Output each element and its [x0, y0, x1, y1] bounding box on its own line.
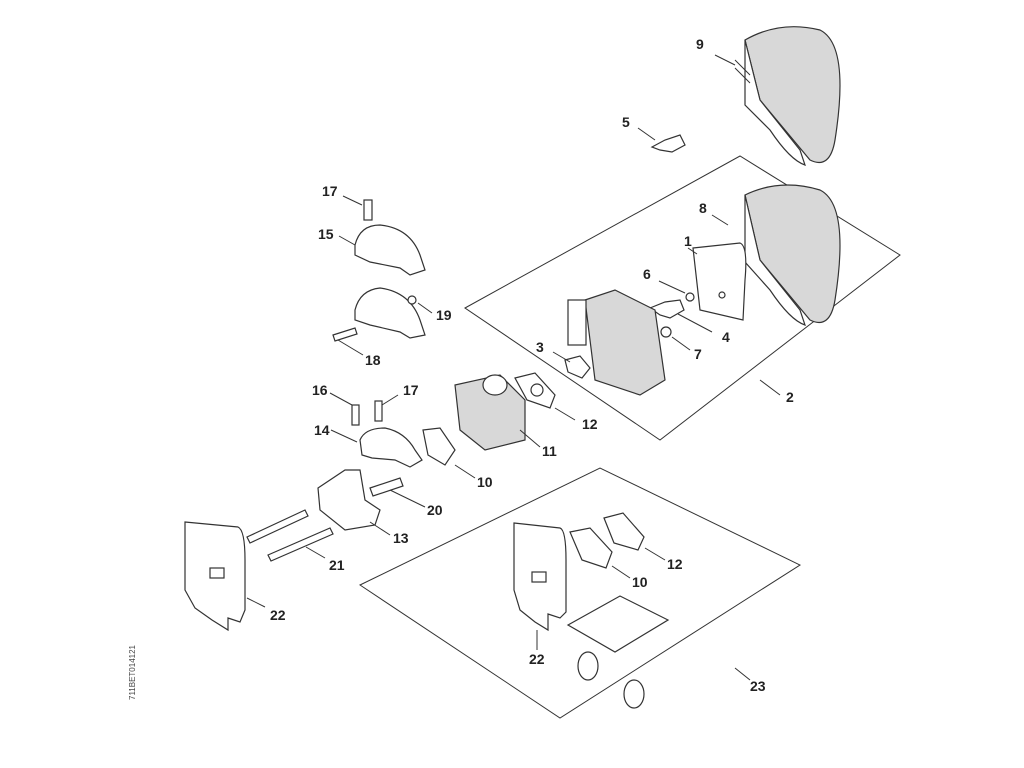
part-3-clip: [564, 355, 591, 379]
part-housing: [567, 289, 666, 396]
callout-3: 3: [536, 339, 544, 355]
part-6-washer: [685, 292, 695, 302]
callout-12: 12: [582, 416, 598, 432]
part-19-nut: [407, 295, 417, 305]
part-1-filter: [692, 242, 747, 321]
part-16-screw: [351, 404, 360, 426]
kit-23-frame: [358, 467, 802, 719]
callout-14: 14: [314, 422, 330, 438]
part-14-bracket: [359, 427, 423, 468]
part-cylinder-gasket: [566, 595, 670, 653]
callout-6: 6: [643, 266, 651, 282]
part-5-clip: [650, 134, 686, 153]
part-seal-a: [577, 651, 599, 681]
part-seal-b: [623, 679, 645, 709]
callout-22: 22: [270, 607, 286, 623]
callout-2: 2: [786, 389, 794, 405]
leader-lines: [246, 54, 781, 681]
callout-9: 9: [696, 36, 704, 52]
part-18-screw: [332, 327, 358, 342]
callout-18: 18: [365, 352, 381, 368]
part-21-bolt-a: [246, 509, 309, 544]
part-9-cover: [734, 26, 841, 166]
part-10-gasket: [422, 427, 456, 466]
callout-10-kit: 10: [632, 574, 648, 590]
callout-17b: 17: [403, 382, 419, 398]
part-17-screw: [363, 199, 373, 221]
part-bracket-lower: [354, 287, 426, 339]
callout-4: 4: [722, 329, 730, 345]
callout-11: 11: [542, 443, 557, 459]
part-7-nut: [660, 326, 672, 338]
part-20-screw: [369, 477, 404, 497]
part-10-gasket-kit: [569, 527, 613, 569]
drawing-code: 711BET014121: [128, 644, 137, 700]
callout-15: 15: [318, 226, 334, 242]
callout-7: 7: [694, 346, 702, 362]
part-17-screw-b: [374, 400, 383, 422]
callout-19: 19: [436, 307, 452, 323]
part-13-flange: [317, 469, 381, 531]
callout-1: 1: [684, 233, 692, 249]
callout-22-kit: 22: [529, 651, 545, 667]
callout-16: 16: [312, 382, 328, 398]
part-11-carburetor: [454, 374, 526, 451]
callout-13: 13: [393, 530, 409, 546]
callout-10: 10: [477, 474, 493, 490]
callout-12-kit: 12: [667, 556, 683, 572]
kit-2-frame: [464, 155, 901, 441]
callout-20: 20: [427, 502, 443, 518]
callout-21: 21: [329, 557, 345, 573]
part-8-cover: [744, 184, 841, 326]
callout-23: 23: [750, 678, 766, 694]
part-21-bolt-b: [267, 527, 334, 562]
callout-8: 8: [699, 200, 707, 216]
part-15-bracket: [354, 224, 426, 276]
callout-17: 17: [322, 183, 338, 199]
part-12-gasket-kit: [603, 512, 645, 551]
callout-5: 5: [622, 114, 630, 130]
part-4-clip: [648, 299, 685, 319]
